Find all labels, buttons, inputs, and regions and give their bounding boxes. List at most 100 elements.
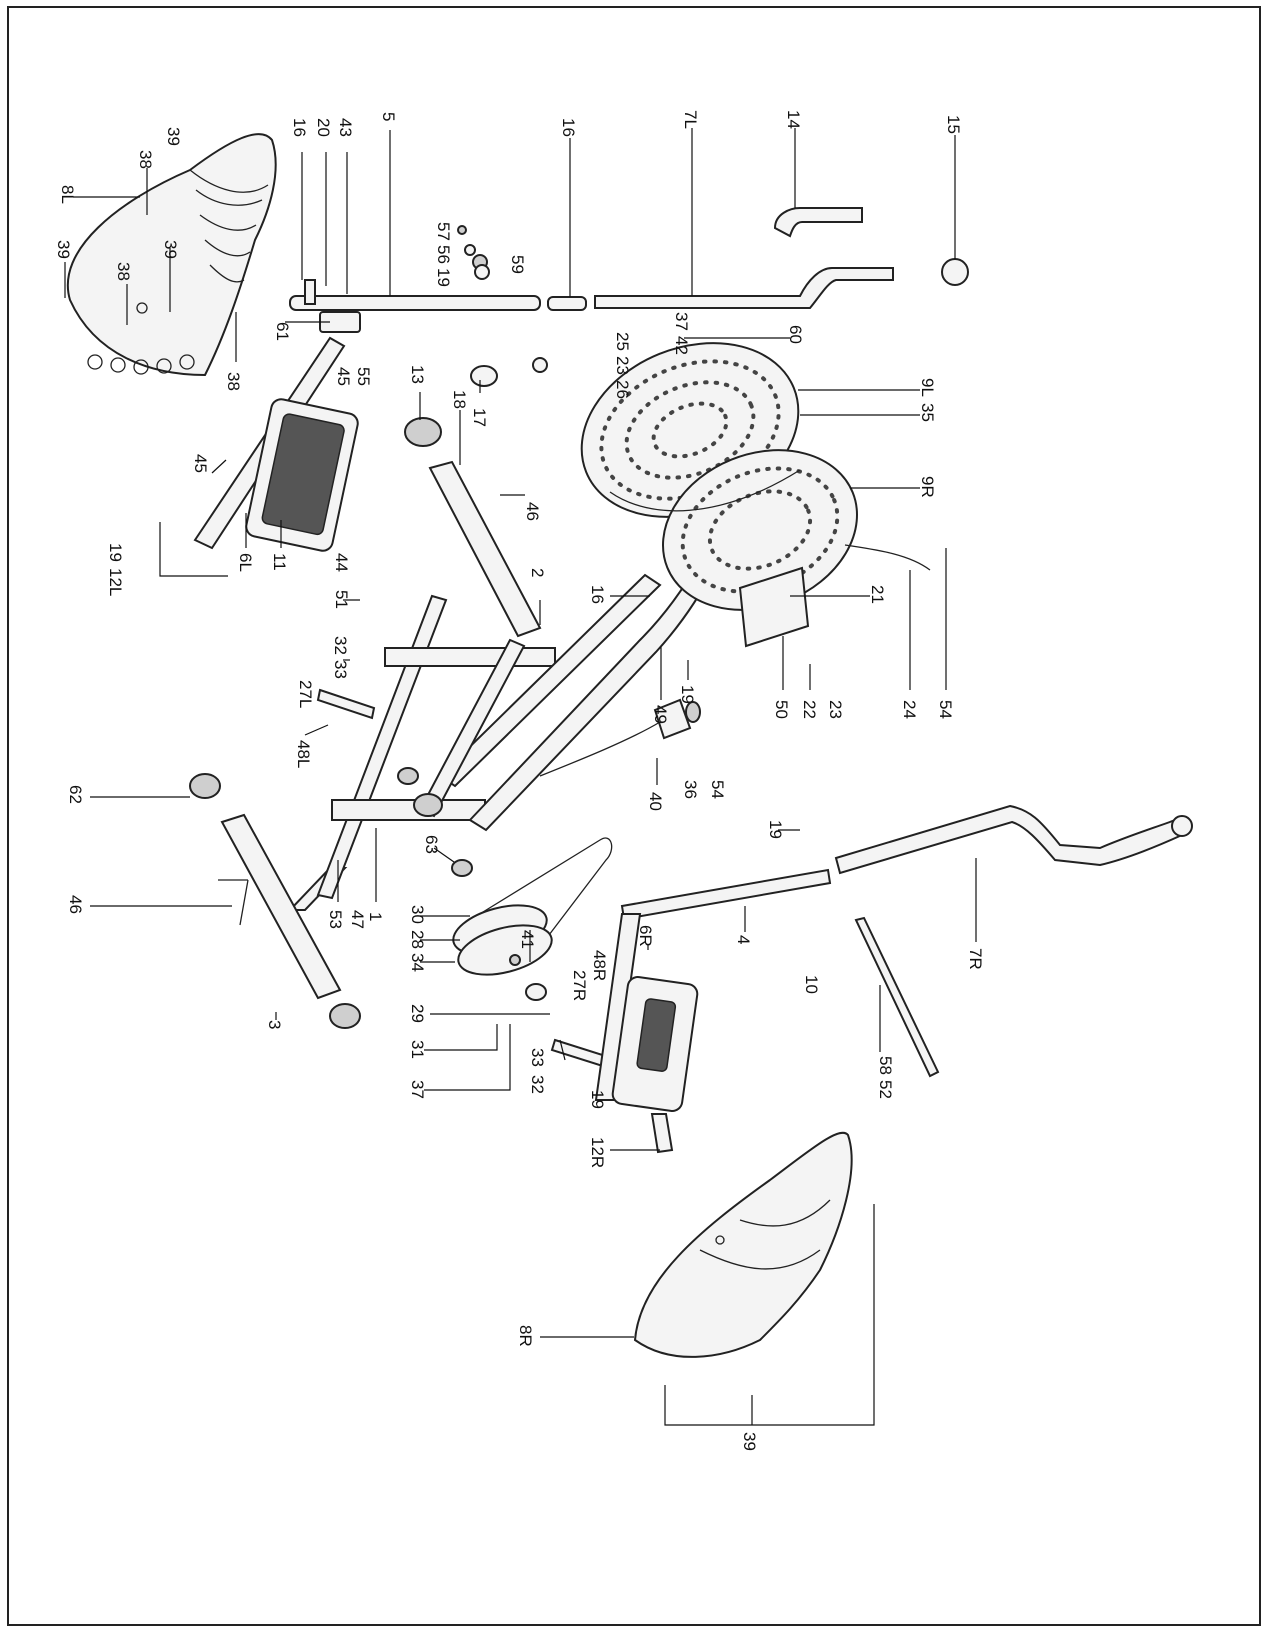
label-13: 13 [408,365,427,384]
label-28: 28 [408,930,427,949]
label-19: 19 [434,268,453,287]
part-3-stabilizer [189,773,361,1029]
label-31: 31 [408,1040,427,1059]
label-16: 16 [588,585,607,604]
label-58: 58 [876,1056,895,1075]
part-40-36-tension [539,698,701,777]
label-37: 37 [672,312,691,331]
label-6L: 6L [236,553,255,572]
label-48R: 48R [590,950,609,981]
label-8R: 8R [516,1325,535,1347]
part-6R-pedal-arm [594,913,699,1112]
label-38: 38 [224,372,243,391]
label-36: 36 [681,780,700,799]
label-22: 22 [800,700,819,719]
label-7L: 7L [681,110,700,129]
label-51: 51 [332,590,351,609]
label-39: 39 [740,1432,759,1451]
label-43: 43 [336,118,355,137]
label-54: 54 [936,700,955,719]
label-15: 15 [944,115,963,134]
label-41: 41 [518,930,537,949]
label-33: 33 [331,660,350,679]
part-13-knob [404,417,442,447]
label-34: 34 [408,953,427,972]
part-7L-handlebar [594,267,894,309]
label-24: 24 [900,700,919,719]
label-33: 33 [528,1048,547,1067]
label-19: 19 [678,685,697,704]
part-24-cable [844,544,931,571]
label-26: 26 [613,380,632,399]
label-30: 30 [408,905,427,924]
label-10: 10 [802,975,821,994]
label-19: 19 [106,543,125,562]
label-62: 62 [66,785,85,804]
label-39: 39 [161,240,180,259]
part-14-grip [773,207,863,238]
part-15-end-cap [941,258,969,286]
label-60: 60 [786,325,805,344]
part-27L-link [316,688,376,720]
part-7R-end [1171,815,1193,837]
label-50: 50 [772,700,791,719]
label-6R: 6R [636,925,655,947]
part-1-main-frame [287,558,716,911]
label-16: 16 [559,118,578,137]
part-63-bushing [451,859,473,877]
hardware-57-56-59 [457,225,490,280]
label-45: 45 [334,367,353,386]
label-25: 25 [613,332,632,351]
part-17-knob [470,365,498,387]
label-63: 63 [422,835,441,854]
label-4: 4 [734,935,753,944]
label-52: 52 [876,1080,895,1099]
part-10-rod [854,916,940,1078]
label-2: 2 [528,568,547,577]
part-2-seat-post [428,460,542,638]
label-38: 38 [114,262,133,281]
label-45: 45 [191,454,210,473]
label-39: 39 [54,240,73,259]
label-47: 47 [348,910,367,929]
part-50-bracket [738,566,810,648]
part-28-34-pulley-belt [452,837,613,1001]
label-32: 32 [331,636,350,655]
label-29: 29 [408,1004,427,1023]
part-labels: 39 38 8L 39 39 38 38 16 20 43 5 16 7L 14… [54,110,985,1451]
part-6L-pedal-arm [193,336,359,552]
label-18: 18 [450,390,469,409]
label-56: 56 [434,245,453,264]
part-35-fan-band [609,469,801,512]
label-1: 1 [366,912,385,921]
label-59: 59 [508,255,527,274]
part-16-sleeve [547,296,587,311]
label-40: 40 [646,792,665,811]
label-55: 55 [354,367,373,386]
part-8R-cover-right [633,1131,853,1358]
label-54: 54 [708,780,727,799]
label-23: 23 [613,356,632,375]
label-46: 46 [523,502,542,521]
label-21: 21 [868,585,887,604]
label-42: 42 [672,336,691,355]
label-20: 20 [314,118,333,137]
label-19: 19 [766,820,785,839]
label-9L: 9L [918,378,937,397]
label-53: 53 [326,910,345,929]
part-8L-cover-left [67,133,277,377]
part-12R-axle [650,1113,674,1154]
leader-lines [64,128,977,1426]
label-23: 23 [826,700,845,719]
label-17: 17 [470,408,489,427]
label-37: 37 [408,1080,427,1099]
label-61: 61 [273,322,292,341]
label-12R: 12R [588,1137,607,1168]
label-8L: 8L [58,185,77,204]
label-9R: 9R [918,476,937,498]
label-14: 14 [784,110,803,129]
label-11: 11 [270,553,289,571]
label-27L: 27L [296,680,315,708]
label-19: 19 [588,1090,607,1109]
